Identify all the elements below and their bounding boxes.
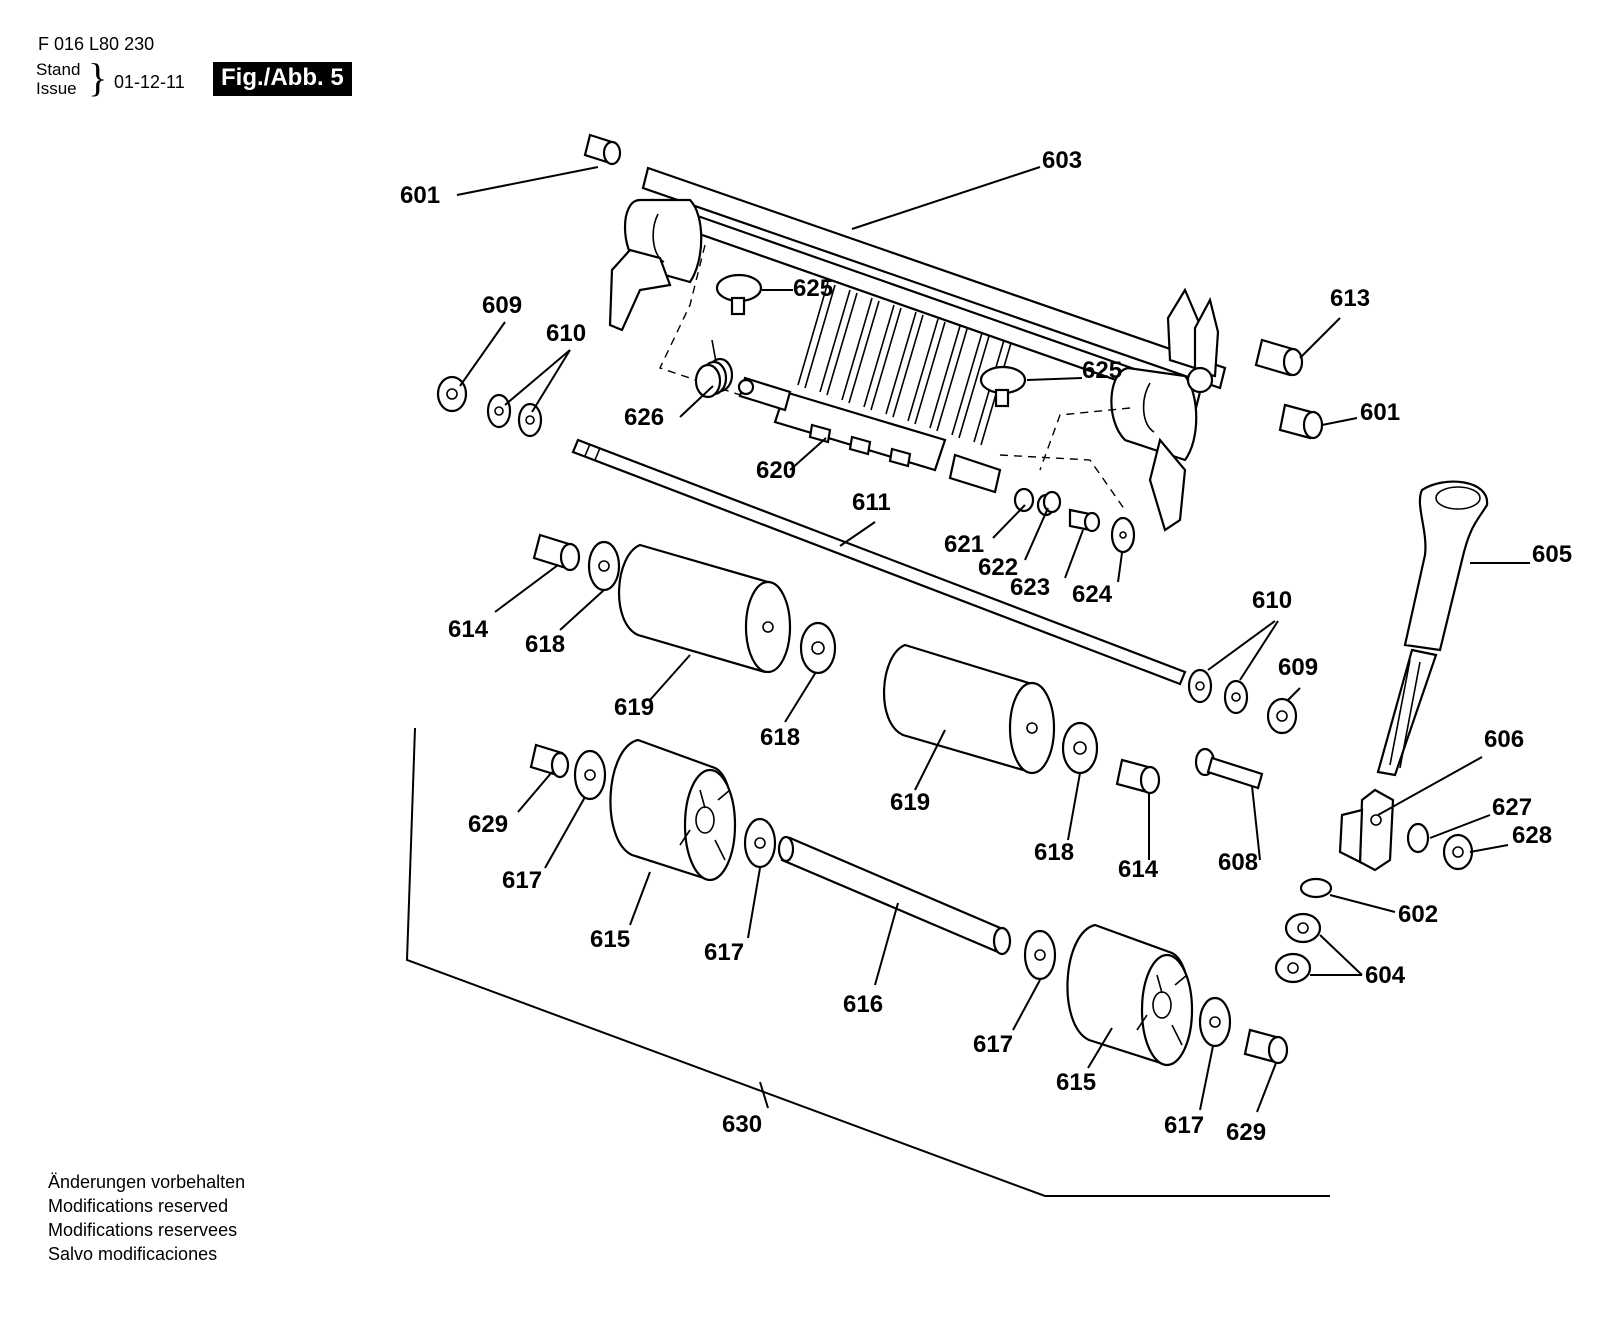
- label-610-left: 610: [546, 320, 586, 347]
- washer-627: [1406, 822, 1430, 854]
- stand-issue-labels: Stand Issue: [36, 60, 80, 98]
- label-602: 602: [1398, 901, 1438, 928]
- notice-line-es: Salvo modificaciones: [48, 1244, 218, 1264]
- label-621: 621: [944, 531, 984, 558]
- label-613: 613: [1330, 285, 1370, 312]
- label-615-right: 615: [1056, 1069, 1096, 1096]
- label-625-right: 625: [1082, 357, 1122, 384]
- notice-line-de: Änderungen vorbehalten: [48, 1172, 246, 1192]
- label-624: 624: [1072, 581, 1113, 608]
- washers-610-right: [1187, 668, 1249, 715]
- bracket-606: [1338, 788, 1395, 872]
- label-603: 603: [1042, 147, 1082, 174]
- label-629-right: 629: [1226, 1119, 1266, 1146]
- label-625-left: 625: [793, 275, 833, 302]
- label-616: 616: [843, 991, 883, 1018]
- part-labels: 601 603 625 609 610 613 625 601 626 620 …: [400, 147, 1572, 1146]
- sleeve-613: [1254, 338, 1304, 377]
- label-617-left: 617: [502, 867, 542, 894]
- document-number: F 016 L80 230: [38, 34, 155, 54]
- figure-badge: Fig./Abb. 5: [213, 62, 352, 96]
- sleeve-601-top: [583, 133, 622, 166]
- notice-line-fr: Modifications reservees: [48, 1220, 238, 1240]
- assembly-630-bracket: [405, 727, 1330, 1197]
- label-614-upper: 614: [448, 616, 489, 643]
- handle-605: [1376, 480, 1489, 777]
- label-601-right: 601: [1360, 399, 1400, 426]
- label-604: 604: [1365, 962, 1406, 989]
- label-615-left: 615: [590, 926, 630, 953]
- label-609-right: 609: [1278, 654, 1318, 681]
- leader-lines: [456, 166, 1530, 1113]
- nut-609-right: [1266, 697, 1298, 735]
- issue-date: 01-12-11: [114, 72, 185, 92]
- frame-assembly: [608, 166, 1227, 532]
- label-618-upper: 618: [525, 631, 565, 658]
- label-622: 622: [978, 554, 1018, 581]
- modifications-notice: Änderungen vorbehalten Modifications res…: [48, 1170, 245, 1266]
- label-618-mid: 618: [760, 724, 800, 751]
- label-605: 605: [1532, 541, 1572, 568]
- knob-625-left: [715, 273, 763, 316]
- sleeve-601-right: [1278, 403, 1324, 440]
- knob-625-right: [979, 365, 1027, 408]
- label-601-top: 601: [400, 182, 440, 209]
- brace-glyph: }: [88, 55, 108, 100]
- notice-line-en: Modifications reserved: [48, 1196, 229, 1216]
- small-parts-621-624: [948, 453, 1136, 554]
- stand-label: Stand: [36, 60, 81, 79]
- label-626: 626: [624, 404, 664, 431]
- label-623: 623: [1010, 574, 1050, 601]
- label-606: 606: [1484, 726, 1524, 753]
- spring-626: [694, 339, 734, 399]
- washer-602: [1299, 877, 1333, 899]
- wheel-615-right: [1066, 923, 1289, 1067]
- label-617-right: 617: [1164, 1112, 1204, 1139]
- label-617-lower: 617: [973, 1031, 1013, 1058]
- issue-label: Issue: [36, 79, 77, 98]
- label-609-left: 609: [482, 292, 522, 319]
- roller-619-left: [532, 533, 837, 675]
- shaft-616: [777, 835, 1057, 981]
- label-619-right: 619: [890, 789, 930, 816]
- label-614-lower: 614: [1118, 856, 1159, 883]
- label-608: 608: [1218, 849, 1258, 876]
- nuts-604: [1274, 912, 1322, 984]
- nut-628: [1442, 833, 1474, 871]
- bolt-608: [1194, 747, 1264, 790]
- label-628: 628: [1512, 822, 1552, 849]
- label-617-mid: 617: [704, 939, 744, 966]
- nut-609-left: [436, 375, 468, 413]
- label-620: 620: [756, 457, 796, 484]
- axle-611: [571, 438, 1187, 686]
- label-630: 630: [722, 1111, 762, 1138]
- comb-assembly: [737, 281, 1012, 472]
- label-610-right: 610: [1252, 587, 1292, 614]
- label-627: 627: [1492, 794, 1532, 821]
- washers-610-left: [486, 393, 543, 438]
- roller-619-right: [883, 643, 1161, 795]
- label-619-left: 619: [614, 694, 654, 721]
- label-629-left: 629: [468, 811, 508, 838]
- label-611: 611: [852, 489, 891, 516]
- label-618-right: 618: [1034, 839, 1074, 866]
- wheel-615-left: [529, 738, 777, 882]
